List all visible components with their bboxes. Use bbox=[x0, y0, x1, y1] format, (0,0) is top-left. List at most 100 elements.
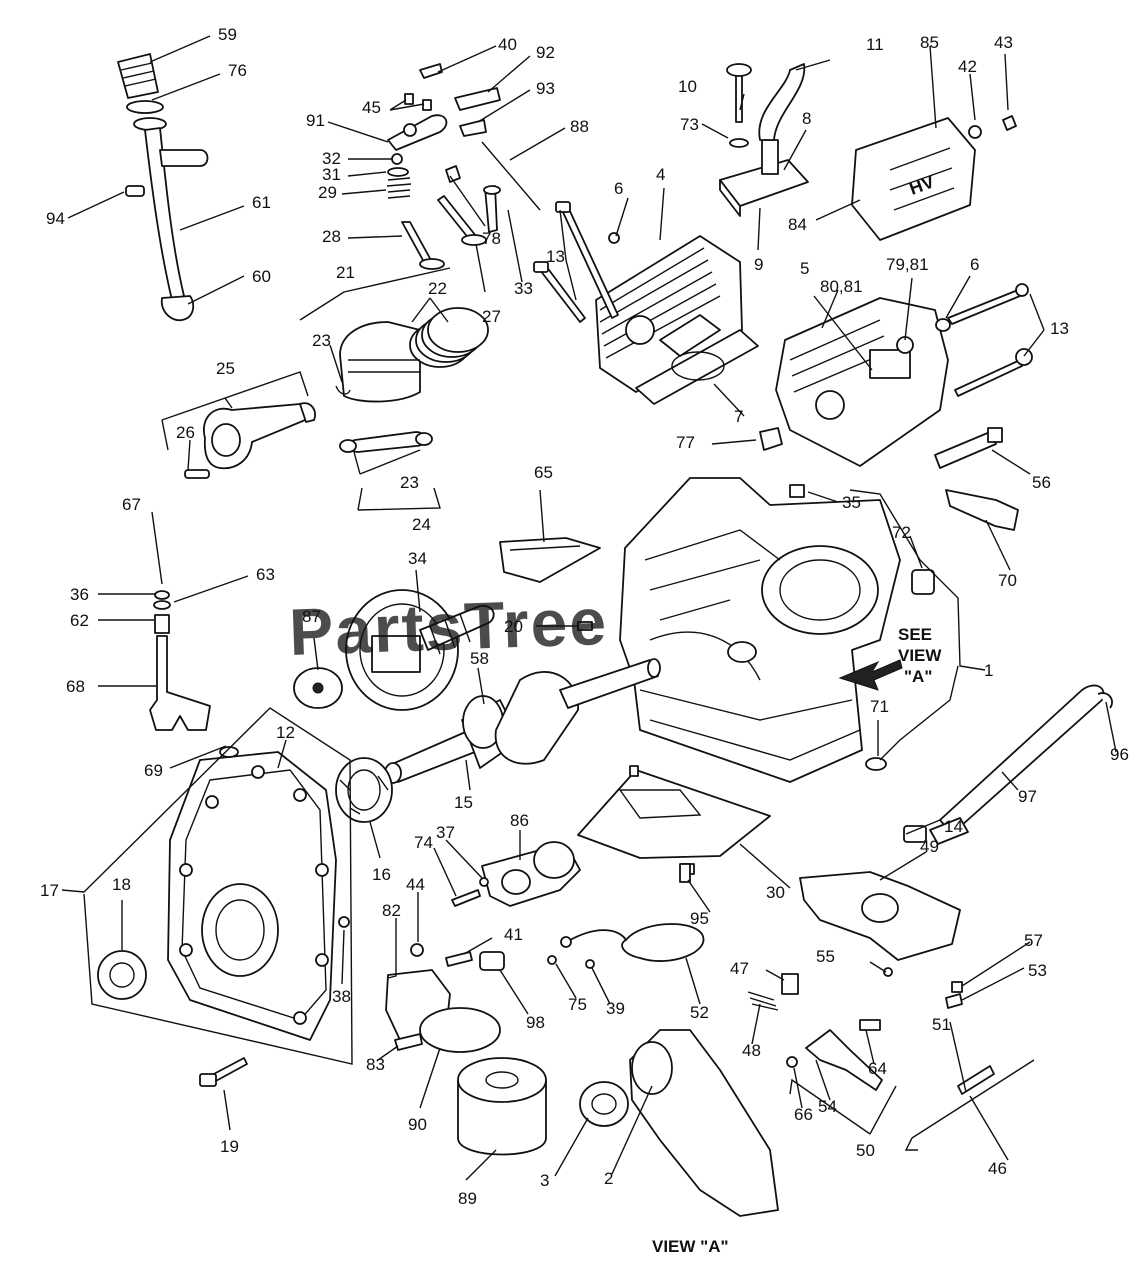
callout-5: 5 bbox=[800, 259, 809, 278]
callout-46: 46 bbox=[988, 1159, 1007, 1178]
callout-9: 9 bbox=[754, 255, 763, 274]
callout-35: 35 bbox=[842, 493, 861, 512]
block-small-parts bbox=[789, 484, 935, 771]
callout-8: 8 bbox=[802, 109, 811, 128]
callout-50: 50 bbox=[856, 1141, 875, 1160]
callout-16: 16 bbox=[372, 865, 391, 884]
governor-link bbox=[904, 981, 1035, 1151]
callout-52: 52 bbox=[690, 1003, 709, 1022]
throttle-lever bbox=[786, 1019, 883, 1091]
callout-17: 17 bbox=[40, 881, 59, 900]
spark-plug bbox=[759, 427, 1019, 531]
callout-48: 48 bbox=[742, 1041, 761, 1060]
callout-66: 66 bbox=[794, 1105, 813, 1124]
callout-41: 41 bbox=[504, 925, 523, 944]
callout-24: 24 bbox=[412, 515, 431, 534]
breather-cover bbox=[719, 63, 809, 217]
oil-seal bbox=[97, 950, 147, 1000]
callout-33: 33 bbox=[514, 279, 533, 298]
timing-gear bbox=[293, 667, 343, 709]
callout-3: 3 bbox=[540, 1171, 549, 1190]
callout-86: 86 bbox=[510, 811, 529, 830]
leader-lines bbox=[61, 35, 1117, 1181]
callout-61: 61 bbox=[252, 193, 271, 212]
callout-57: 57 bbox=[1024, 931, 1043, 950]
cylinder-head-2 bbox=[775, 297, 949, 467]
callout-45: 45 bbox=[362, 98, 381, 117]
callout-68: 68 bbox=[66, 677, 85, 696]
callout-40: 40 bbox=[498, 35, 517, 54]
callout-14: 14 bbox=[944, 817, 963, 836]
callout-94: 94 bbox=[46, 209, 65, 228]
callout-6b: 6 bbox=[970, 255, 979, 274]
dipstick-tube-assembly bbox=[117, 53, 209, 322]
callout-79-81: 79,81 bbox=[886, 255, 929, 274]
callout-7: 7 bbox=[734, 407, 743, 426]
callout-11: 11 bbox=[866, 35, 884, 54]
callout-4: 4 bbox=[656, 165, 665, 184]
callout-26: 26 bbox=[176, 423, 195, 442]
callout-19: 19 bbox=[220, 1137, 239, 1156]
callout-32: 32 bbox=[322, 149, 341, 168]
callout-90: 90 bbox=[408, 1115, 427, 1134]
view-a-caption: VIEW "A" bbox=[652, 1237, 729, 1256]
seal-and-housing bbox=[579, 1029, 779, 1217]
crankcase-cover bbox=[167, 746, 350, 1041]
callout-37: 37 bbox=[436, 823, 455, 842]
callout-92: 92 bbox=[536, 43, 555, 62]
bolt-95 bbox=[679, 863, 691, 883]
callout-64: 64 bbox=[868, 1059, 887, 1078]
callout-72: 72 bbox=[892, 523, 911, 542]
callout-65: 65 bbox=[534, 463, 553, 482]
pin-part bbox=[125, 185, 145, 197]
callout-28: 28 bbox=[322, 227, 341, 246]
cover-bolt bbox=[199, 1057, 248, 1087]
callout-20: 20 bbox=[504, 617, 523, 636]
callout-74: 74 bbox=[414, 833, 433, 852]
see-view-note: SEE VIEW "A" bbox=[898, 625, 942, 686]
piston-assembly bbox=[335, 307, 489, 403]
callout-43: 43 bbox=[994, 33, 1013, 52]
callout-23a: 23 bbox=[312, 331, 331, 350]
engine-block bbox=[619, 477, 903, 783]
callout-25: 25 bbox=[216, 359, 235, 378]
wrist-pin bbox=[339, 431, 433, 453]
callout-42: 42 bbox=[958, 57, 977, 76]
callout-23b: 23 bbox=[400, 473, 419, 492]
callout-44: 44 bbox=[406, 875, 425, 894]
oil-pan-gasket bbox=[577, 765, 771, 875]
callout-76: 76 bbox=[228, 61, 247, 80]
callout-78: 78 bbox=[482, 229, 501, 248]
callout-71: 71 bbox=[870, 697, 889, 716]
callout-56: 56 bbox=[1032, 473, 1051, 492]
callout-69: 69 bbox=[144, 761, 163, 780]
callout-87: 87 bbox=[302, 607, 321, 626]
see-view-line3: "A" bbox=[904, 667, 932, 686]
callout-18: 18 bbox=[112, 875, 131, 894]
callout-89: 89 bbox=[458, 1189, 477, 1208]
callout-70: 70 bbox=[998, 571, 1017, 590]
callout-98: 98 bbox=[526, 1013, 545, 1032]
callout-6a: 6 bbox=[614, 179, 623, 198]
rocker-arm-parts bbox=[386, 63, 541, 270]
oil-filter-adapter bbox=[385, 943, 505, 1053]
governor-spring bbox=[747, 973, 799, 1011]
callout-47: 47 bbox=[730, 959, 749, 978]
callout-51: 51 bbox=[932, 1015, 951, 1034]
callout-67: 67 bbox=[122, 495, 141, 514]
callout-1: 1 bbox=[984, 661, 993, 680]
callout-13a: 13 bbox=[546, 247, 565, 266]
callout-31: 31 bbox=[322, 165, 341, 184]
callout-38: 38 bbox=[332, 987, 351, 1006]
callout-21: 21 bbox=[336, 263, 355, 282]
callout-13b: 13 bbox=[1050, 319, 1069, 338]
baffle bbox=[499, 537, 601, 583]
callout-75: 75 bbox=[568, 995, 587, 1014]
callout-36: 36 bbox=[70, 585, 89, 604]
callout-85: 85 bbox=[920, 33, 939, 52]
callout-27: 27 bbox=[482, 307, 501, 326]
governor-fork bbox=[149, 590, 211, 731]
callout-96: 96 bbox=[1110, 745, 1129, 764]
oil-filter bbox=[457, 1057, 547, 1156]
